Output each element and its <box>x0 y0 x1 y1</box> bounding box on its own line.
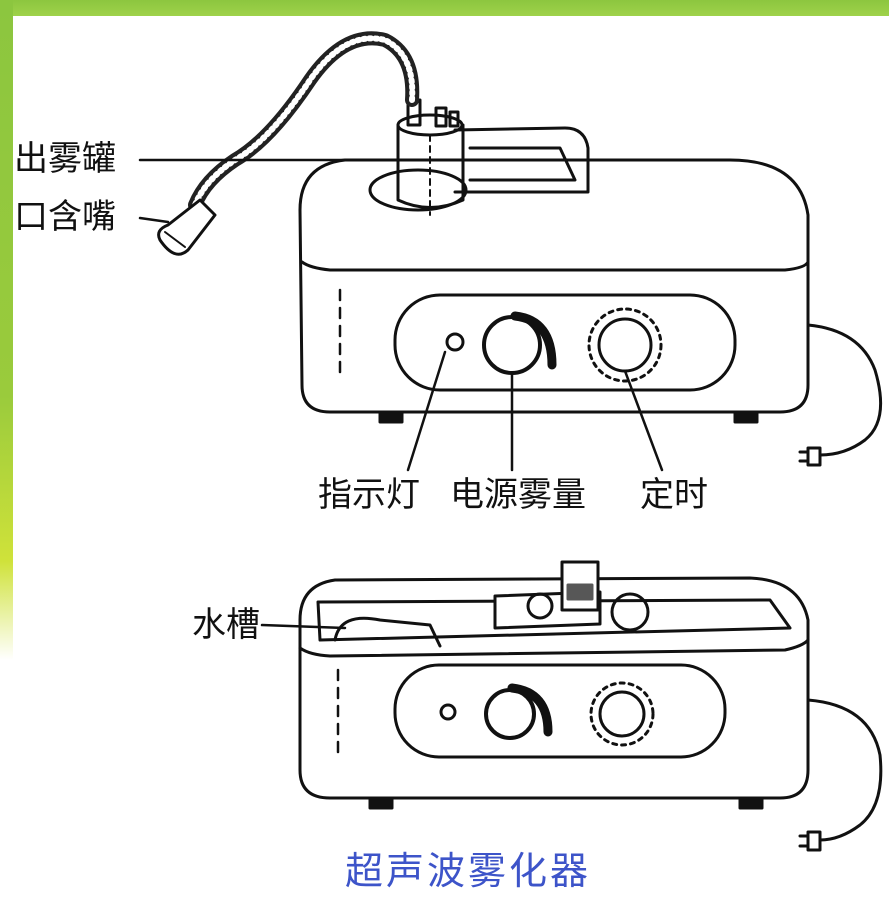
indicator-light-bottom <box>439 703 457 721</box>
device-body-bottom <box>298 576 810 800</box>
green-frame-left <box>0 0 13 660</box>
timer-knob-bottom <box>598 690 646 738</box>
label-mouthpiece: 口含嘴 <box>14 197 116 237</box>
indicator-light-top <box>445 332 465 352</box>
label-water-tank: 水槽 <box>192 605 260 645</box>
figure-caption: 超声波雾化器 <box>345 849 592 893</box>
nebulizer-assembled <box>138 31 883 472</box>
control-panel-top <box>393 293 737 392</box>
nebulizer-open <box>260 560 883 852</box>
device-shoulder-line-top <box>300 260 810 272</box>
green-frame-top <box>0 0 889 16</box>
mouthpiece <box>157 198 217 256</box>
power-cord-bottom <box>806 698 883 842</box>
control-panel-bottom <box>393 663 727 759</box>
device-body-top <box>298 158 810 414</box>
tank-opening <box>368 168 468 212</box>
label-mist-tank: 出雾罐 <box>14 139 116 179</box>
power-knob-bottom <box>484 688 536 740</box>
power-cord-top <box>806 323 883 457</box>
timer-knob-top <box>597 317 653 373</box>
label-indicator-light: 指示灯 <box>318 475 420 515</box>
label-power-mist-volume: 电源雾量 <box>450 475 586 515</box>
lid-handle <box>453 126 590 194</box>
label-timer: 定时 <box>640 475 708 515</box>
hose <box>188 31 420 212</box>
